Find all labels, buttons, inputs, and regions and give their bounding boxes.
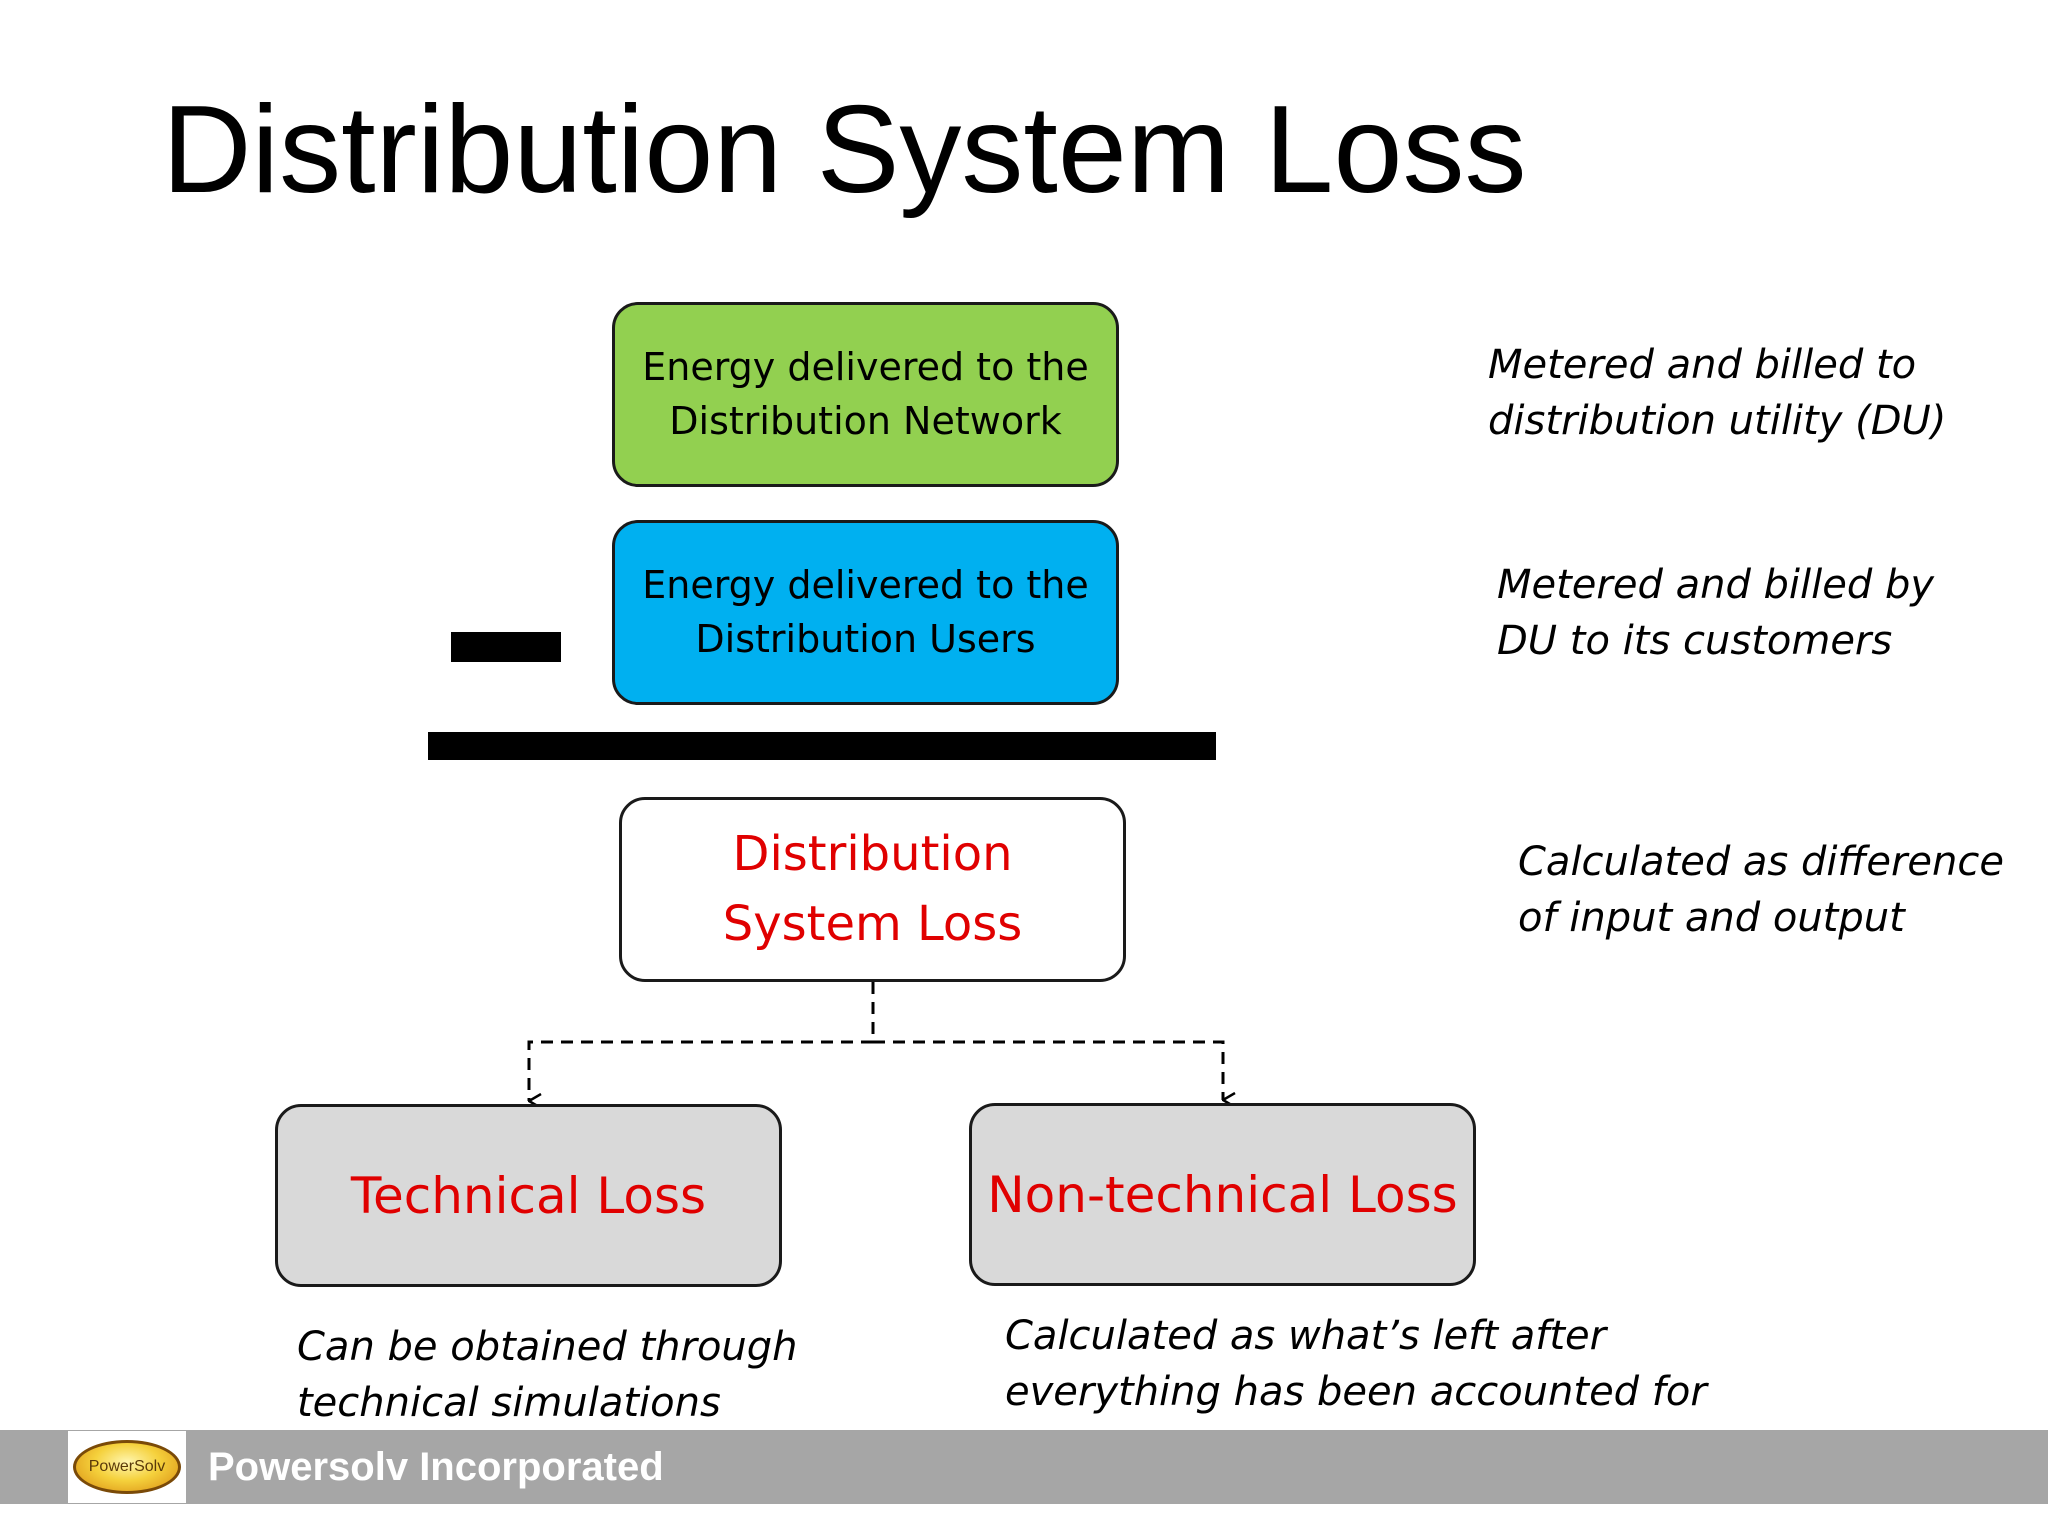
non-technical-loss-box: Non-technical Loss	[969, 1103, 1476, 1286]
logo-text: PowerSolv	[88, 1458, 166, 1475]
energy-delivered-network-box: Energy delivered to the Distribution Net…	[612, 302, 1119, 487]
note-users: Metered and billed by DU to its customer…	[1497, 562, 1935, 664]
connector-line-non-technical-loss	[873, 1040, 1223, 1100]
powersolv-logo: PowerSolv	[73, 1440, 181, 1494]
footer-company-name: Powersolv Incorporated	[208, 1445, 664, 1489]
subtraction-divider-bar	[428, 732, 1216, 760]
connector-line-technical-loss	[527, 982, 875, 1101]
note-technical-loss: Can be obtained through technical simula…	[297, 1324, 798, 1426]
slide-title: Distribution System Loss	[162, 81, 1527, 219]
note-system-loss: Calculated as difference of input and ou…	[1518, 839, 2004, 941]
footer-bar	[0, 1430, 2048, 1504]
distribution-system-loss-box: Distribution System Loss	[619, 797, 1126, 982]
minus-sign	[451, 632, 561, 662]
energy-delivered-users-box: Energy delivered to the Distribution Use…	[612, 520, 1119, 705]
footer-logo-container: PowerSolv	[68, 1431, 186, 1503]
note-network: Metered and billed to distribution utili…	[1488, 342, 1947, 444]
technical-loss-box: Technical Loss	[275, 1104, 782, 1287]
note-non-technical-loss: Calculated as what’s left after everythi…	[1005, 1313, 1707, 1415]
